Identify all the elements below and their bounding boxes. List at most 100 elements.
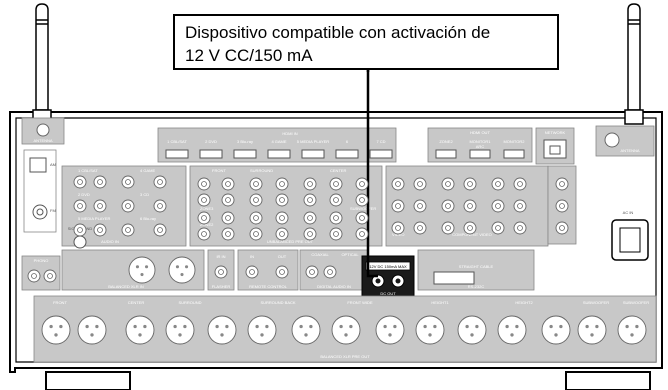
audio-in-r2b: 3 CD	[140, 192, 149, 197]
balanced-xlr-in-label: BALANCED XLR IN	[108, 284, 144, 289]
audio-in-jack-icon	[153, 223, 167, 237]
audio-in-jack-icon	[93, 199, 107, 213]
remote-control-label: REMOTE CONTROL	[249, 284, 288, 289]
hdmi-out-label: HDMI OUT	[470, 130, 490, 135]
pre-out-surround: SURROUND	[250, 168, 273, 173]
phono-label: PHONO	[34, 258, 49, 263]
ac-in-label: AC IN	[623, 210, 634, 215]
component-video-jack-icon	[441, 177, 455, 191]
audio-in-jack-icon	[93, 175, 107, 189]
pre-out-jack-icon	[249, 211, 263, 225]
pre-out-jack-icon	[275, 211, 289, 225]
video-jack-icon	[555, 199, 569, 213]
bottom-group-front: FRONT	[53, 300, 67, 305]
ir-in-block: IR IN FLASHER	[207, 249, 235, 291]
hdmi-input-5-label: 5 MEDIA PLAYER	[297, 139, 329, 144]
pre-out-front: FRONT	[212, 168, 226, 173]
flasher-label: FLASHER	[212, 284, 231, 289]
audio-in-r3a: 5 MEDIA PLAYER	[78, 216, 110, 221]
optical-label: OPTICAL	[341, 252, 359, 257]
fm-label: FM	[50, 208, 56, 213]
unbalanced-pre-out-label: UNBALANCED PRE OUT	[267, 239, 314, 244]
pre-out-zone3: ZONE3	[200, 206, 214, 211]
pre-out-jack-icon	[249, 227, 263, 241]
hdmi-input-2-label: 2 DVD	[205, 139, 217, 144]
ir-in-jack-icon	[214, 265, 228, 279]
remote-in-label: IN	[250, 254, 254, 259]
audio-in-label: AUDIO IN	[101, 239, 119, 244]
bottom-group-height2: HEIGHT2	[515, 300, 533, 305]
bottom-group-surround: SURROUND	[178, 300, 201, 305]
hdmi-out-monitor2: MONITOR2	[503, 139, 525, 144]
component-video-jack-icon	[413, 199, 427, 213]
component-video-jack-icon	[463, 221, 477, 235]
audio-in-r2a: 2 DVD	[78, 192, 90, 197]
am-fm-terminals: AM FM	[23, 149, 57, 233]
pre-out-jack-icon	[197, 177, 211, 191]
remote-out-label: OUT	[278, 254, 287, 259]
pre-out-jack-icon	[197, 193, 211, 207]
antenna-block-right: ANTENNA	[595, 125, 655, 157]
pre-out-jack-icon	[303, 177, 317, 191]
audio-in-jack-icon	[153, 199, 167, 213]
xlr-in-jack-icon	[168, 256, 196, 284]
component-video-jack-icon	[391, 199, 405, 213]
callout-box: Dispositivo compatible con activación de…	[173, 14, 559, 70]
ir-in-label: IR IN	[216, 254, 225, 259]
xlr-in-jack-icon	[128, 256, 156, 284]
xlr-out-jack-icon	[617, 315, 647, 345]
pre-out-jack-icon	[329, 211, 343, 225]
xlr-out-jack-icon	[415, 315, 445, 345]
coaxial-jack-icon	[323, 265, 337, 279]
component-video-jack-icon	[391, 177, 405, 191]
component-video-jack-icon	[413, 177, 427, 191]
feet	[45, 371, 651, 390]
callout-line-2: 12 V CC/150 mA	[185, 46, 313, 65]
pre-out-zone2: ZONE2	[200, 222, 214, 227]
component-video-jack-icon	[491, 177, 505, 191]
xlr-out-jack-icon	[331, 315, 361, 345]
xlr-out-jack-icon	[577, 315, 607, 345]
pre-out-jack-icon	[355, 211, 369, 225]
audio-in-jack-icon	[93, 223, 107, 237]
pre-out-jack-icon	[329, 227, 343, 241]
pre-out-jack-icon	[197, 211, 211, 225]
am-label: AM	[50, 162, 56, 167]
coaxial-jack-icon	[305, 265, 319, 279]
component-video-label: COMPONENT VIDEO	[452, 232, 492, 237]
audio-in-r1b: 4 GAME	[140, 168, 155, 173]
xlr-out-jack-icon	[41, 315, 71, 345]
pre-out-jack-icon	[221, 177, 235, 191]
video-jack-icon	[555, 177, 569, 191]
straight-cable-label: STRAIGHT CABLE	[459, 264, 494, 269]
xlr-out-jack-icon	[457, 315, 487, 345]
dc-spec-label: 12V DC 150mA MAX	[369, 264, 407, 269]
component-video-jack-icon	[463, 199, 477, 213]
pre-out-jack-icon	[355, 177, 369, 191]
hdmi-out-monitor1: MONITOR1	[469, 139, 491, 144]
xlr-out-jack-icon	[375, 315, 405, 345]
xlr-out-jack-icon	[497, 315, 527, 345]
pre-out-jack-icon	[249, 177, 263, 191]
pre-out-jack-icon	[275, 193, 289, 207]
pre-out-jack-icon	[329, 177, 343, 191]
hdmi-input-7-label: 7 CD	[376, 139, 385, 144]
phono-jack-icon	[27, 269, 41, 283]
pre-out-jack-icon	[197, 227, 211, 241]
component-video-jack-icon	[513, 177, 527, 191]
digital-audio-in-label: DIGITAL AUDIO IN	[317, 284, 351, 289]
bottom-group-center: CENTER	[128, 300, 145, 305]
audio-in-r1a: 1 CBL/SAT	[78, 168, 98, 173]
component-video-jack-icon	[491, 199, 505, 213]
bottom-group-front-wide: FRONT WIDE	[347, 300, 373, 305]
pre-out-jack-icon	[275, 227, 289, 241]
hdmi-in-block: HDMI IN 1 CBL/SAT 2 DVD 3 Blu-ray 4 GAME…	[157, 127, 397, 163]
audio-in-jack-icon	[121, 175, 135, 189]
antenna-right-label: ANTENNA	[620, 148, 639, 153]
dc-out-label: DC OUT	[380, 291, 396, 296]
xlr-out-jack-icon	[247, 315, 277, 345]
xlr-out-jack-icon	[207, 315, 237, 345]
phono-jack-icon	[43, 269, 57, 283]
pre-out-jack-icon	[355, 227, 369, 241]
callout-leader	[366, 70, 378, 278]
